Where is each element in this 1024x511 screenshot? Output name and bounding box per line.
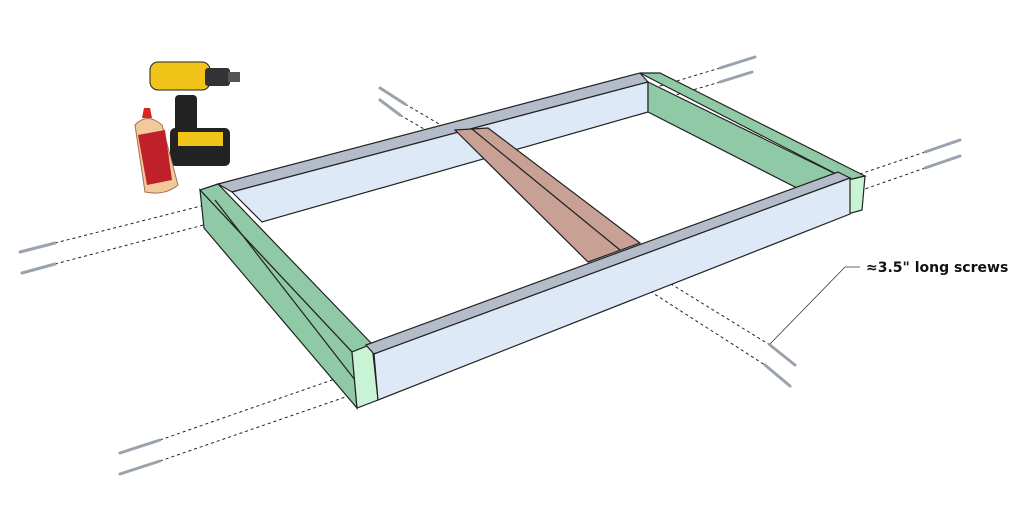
screw-icon — [20, 262, 57, 275]
screw-icon — [768, 343, 797, 367]
left-end-board — [198, 183, 379, 410]
screw-icon — [923, 138, 962, 154]
screw-icon — [378, 98, 402, 117]
screw-icon — [718, 70, 754, 84]
front-long-board — [364, 171, 852, 401]
middle-brace-board — [453, 127, 642, 263]
screw-icon — [18, 241, 57, 254]
screw-length-label: ≈3.5" long screws — [866, 260, 1009, 276]
screw-icon — [763, 363, 792, 388]
screw-icon — [923, 154, 962, 170]
label-leader-line — [769, 266, 860, 345]
screw-icon — [118, 438, 162, 455]
wood-glue-bottle-icon — [134, 108, 179, 194]
right-end-board — [639, 72, 867, 215]
screw-icon — [378, 86, 407, 106]
screw-icon — [718, 55, 757, 70]
drill-icon — [149, 61, 240, 166]
screw-icon — [118, 459, 162, 476]
screws — [18, 55, 962, 476]
